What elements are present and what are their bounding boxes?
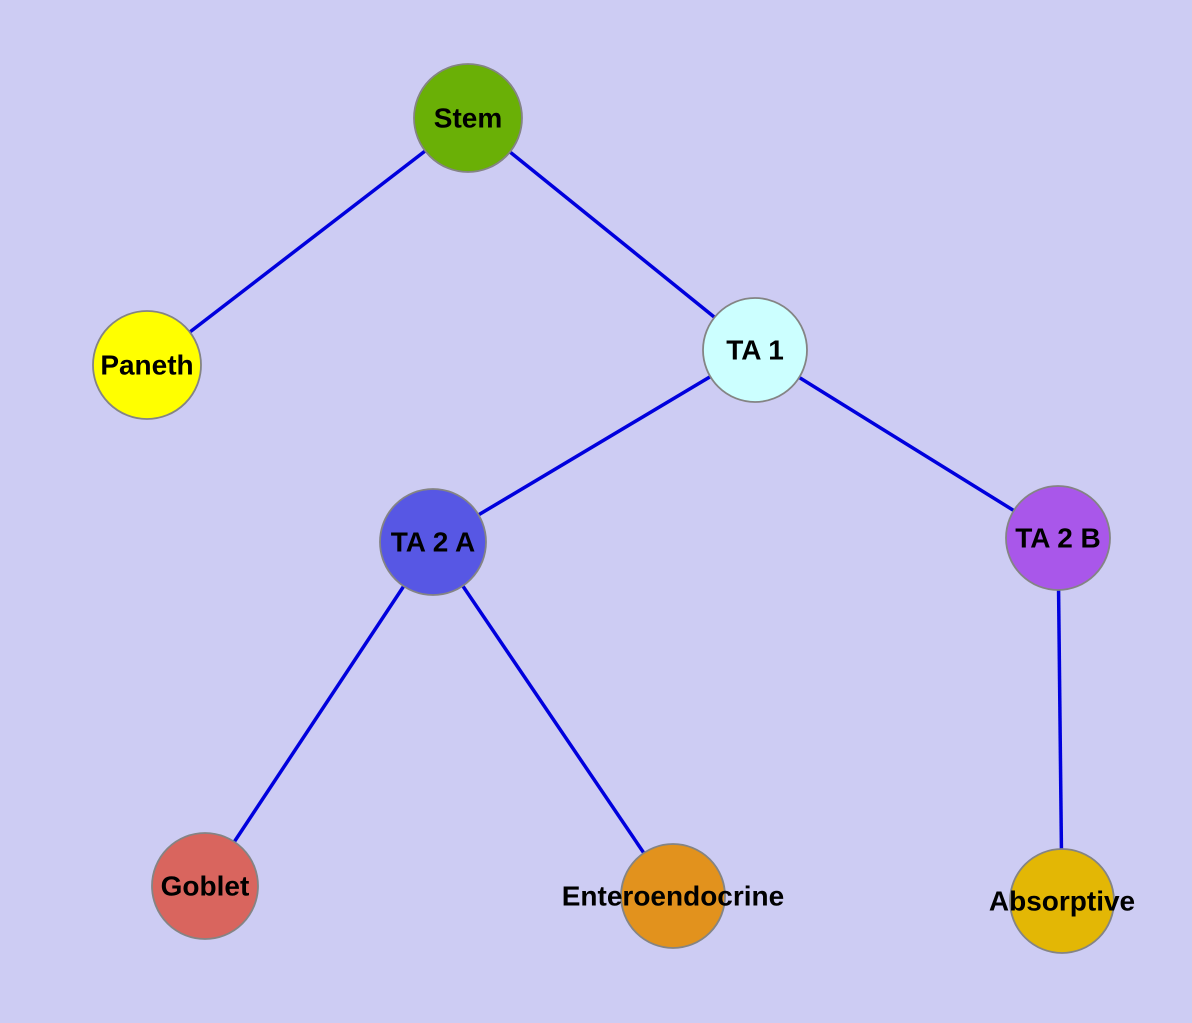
node-ta1[interactable]: TA 1: [702, 297, 808, 403]
node-circle-paneth[interactable]: [92, 310, 202, 420]
node-stem[interactable]: Stem: [413, 63, 523, 173]
edge-stem-ta1: [466, 116, 757, 352]
node-circle-goblet[interactable]: [151, 832, 259, 940]
node-ta2a[interactable]: TA 2 A: [379, 488, 487, 596]
edge-ta2b-absorptive: [1056, 537, 1064, 902]
node-circle-ta2b[interactable]: [1005, 485, 1111, 591]
node-paneth[interactable]: Paneth: [92, 310, 202, 420]
node-ta2b[interactable]: TA 2 B: [1005, 485, 1111, 591]
edge-stem-paneth: [145, 116, 470, 367]
edges-layer: [145, 116, 1064, 902]
node-goblet[interactable]: Goblet: [151, 832, 259, 940]
node-enteroendocrine[interactable]: Enteroendocrine: [562, 843, 784, 949]
edge-ta2a-goblet: [203, 541, 435, 887]
node-circle-ta2a[interactable]: [379, 488, 487, 596]
edge-ta2a-enteroendocrine: [431, 541, 675, 897]
node-circle-ta1[interactable]: [702, 297, 808, 403]
node-circle-stem[interactable]: [413, 63, 523, 173]
node-circle-absorptive[interactable]: [1009, 848, 1115, 954]
edge-ta1-ta2b: [754, 348, 1059, 540]
node-circle-enteroendocrine[interactable]: [620, 843, 726, 949]
edge-ta1-ta2a: [432, 348, 756, 544]
node-absorptive[interactable]: Absorptive: [989, 848, 1135, 954]
